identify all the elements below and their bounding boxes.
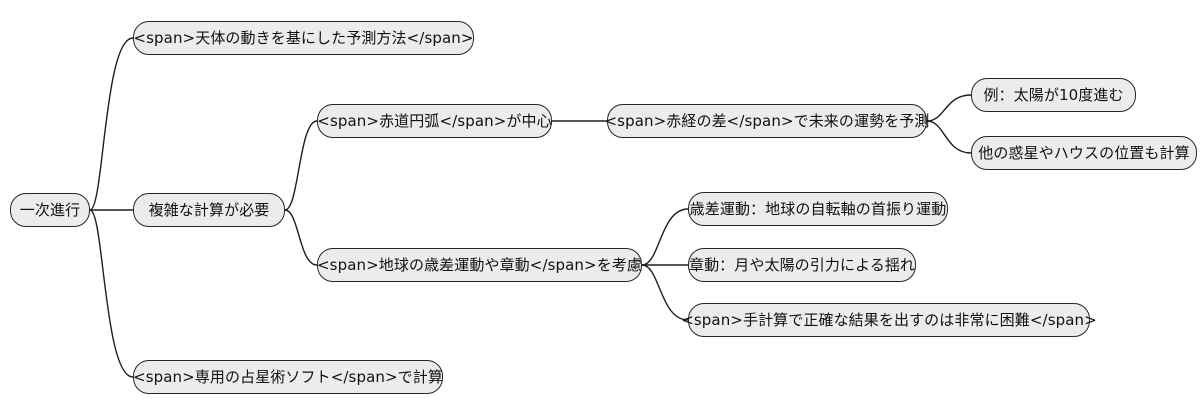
mindmap-node-precession[interactable]: <span>地球の歳差運動や章動</span>を考慮 (317, 248, 642, 282)
mindmap-node-precess-def[interactable]: 歳差運動：地球の自転軸の首振り運動 (688, 192, 948, 226)
edge-complex-to-arc (284, 120, 318, 211)
mindmap-node-method[interactable]: <span>天体の動きを基にした予測方法</span> (133, 21, 474, 55)
mindmap-node-label-precession: <span>地球の歳差運動や章動</span>を考慮 (317, 255, 642, 274)
mindmap-node-label-hard-manual: <span>手計算で正確な結果を出すのは非常に困難</span> (681, 310, 1097, 329)
mindmap-node-label-complex: 複雑な計算が必要 (148, 200, 270, 219)
mindmap-node-nutation[interactable]: 章動：月や太陽の引力による揺れ (688, 248, 916, 282)
mindmap-node-ra-diff[interactable]: <span>赤経の差</span>で未来の運勢を予測 (604, 104, 930, 138)
mindmap-node-software[interactable]: <span>専用の占星術ソフト</span>で計算 (133, 360, 443, 394)
mindmap-node-label-precess-def: 歳差運動：地球の自転軸の首振り運動 (689, 199, 947, 218)
mindmap-node-label-other-calc: 他の惑星やハウスの位置も計算 (978, 143, 1190, 162)
mindmap-node-label-nutation: 章動：月や太陽の引力による揺れ (688, 255, 916, 274)
mindmap-node-sun-example[interactable]: 例：太陽が10度進む (971, 78, 1136, 112)
mindmap-node-arc[interactable]: <span>赤道円弧</span>が中心 (317, 104, 552, 138)
mindmap-node-root[interactable]: 一次進行 (10, 193, 90, 227)
edge-root-to-method (89, 37, 134, 211)
edge-complex-to-precession (284, 209, 318, 266)
mindmap-node-label-arc: <span>赤道円弧</span>が中心 (317, 111, 552, 130)
edge-precession-to-hard-manual (641, 264, 689, 321)
edge-precession-to-precess-def (641, 208, 689, 266)
mindmap-node-hard-manual[interactable]: <span>手計算で正確な結果を出すのは非常に困難</span> (681, 303, 1097, 337)
mindmap-node-label-method: <span>天体の動きを基にした予測方法</span> (133, 28, 474, 47)
edge-root-to-software (89, 209, 134, 378)
mindmap-node-complex[interactable]: 複雑な計算が必要 (133, 193, 285, 227)
mindmap-node-label-software: <span>専用の占星術ソフト</span>で計算 (133, 367, 443, 386)
edge-ra-diff-to-other-calc (926, 120, 972, 154)
mindmap-node-other-calc[interactable]: 他の惑星やハウスの位置も計算 (971, 136, 1197, 170)
mindmap-node-label-root: 一次進行 (19, 200, 81, 219)
mindmap-node-label-sun-example: 例：太陽が10度進む (983, 85, 1124, 104)
edge-ra-diff-to-sun-example (926, 94, 972, 122)
mindmap-node-label-ra-diff: <span>赤経の差</span>で未来の運勢を予測 (604, 111, 930, 130)
